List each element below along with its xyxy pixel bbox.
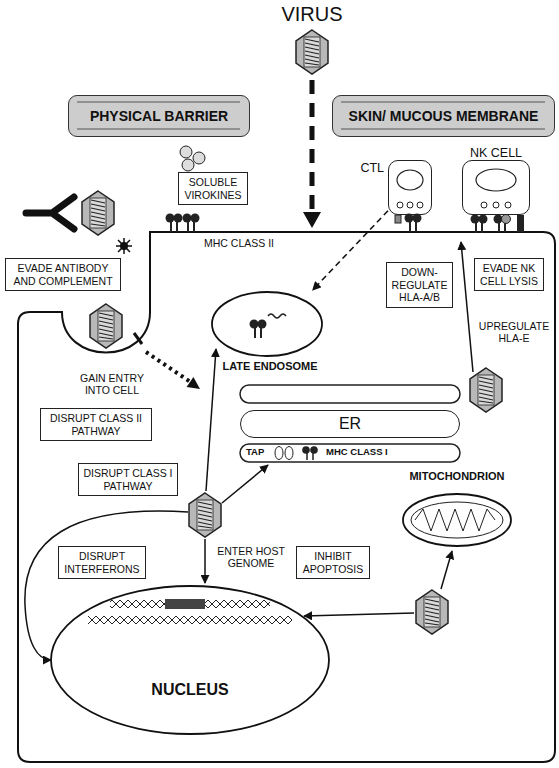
- label-text: VIRUS: [262, 3, 362, 26]
- node-text: ER: [339, 415, 361, 433]
- barrier-band: SKIN/ MUCOUS MEMBRANE: [332, 95, 555, 137]
- label-text: ENTER HOST GENOME: [214, 545, 288, 569]
- node-text: EVADE ANTIBODY AND COMPLEMENT: [10, 262, 116, 287]
- note-box: DISRUPT CLASS I PATHWAY: [78, 463, 178, 496]
- note-box: EVADE NK CELL LYSIS: [474, 258, 544, 291]
- node-text: DOWN-REGULATE HLA-A/B: [391, 266, 448, 304]
- ctl-cell: CTL: [388, 160, 432, 215]
- connector-arrow: [313, 211, 388, 290]
- node-text: CTL: [360, 161, 384, 175]
- nucleus-ellipse: NUCLEUS: [50, 585, 330, 735]
- node-text: SKIN/ MUCOUS MEMBRANE: [349, 108, 539, 124]
- outline-shape: [50, 585, 330, 735]
- node-text: MITOCHONDRION: [398, 470, 516, 483]
- label-text: TAP: [246, 447, 264, 458]
- endosome-ellipse: LATE ENDOSOME: [205, 290, 335, 380]
- label-text: UPREGULATE HLA-E: [476, 320, 552, 344]
- er-bar: ER: [240, 410, 460, 438]
- label-text: MHC CLASS I: [326, 447, 388, 458]
- label-text: MHC CLASS II: [204, 237, 274, 249]
- node-text: LATE ENDOSOME: [205, 360, 335, 373]
- mitochondrion-ellipse: MITOCHONDRION: [398, 470, 516, 548]
- note-box: DISRUPT INTERFERONS: [58, 546, 146, 579]
- node-text: NK CELL: [463, 146, 529, 160]
- note-box: SOLUBLE VIROKINES: [178, 172, 248, 205]
- node-text: DISRUPT CLASS II PATHWAY: [45, 412, 147, 437]
- nk-cell: NK CELL: [462, 160, 530, 215]
- note-box: INHIBIT APOPTOSIS: [296, 546, 370, 579]
- note-box: EVADE ANTIBODY AND COMPLEMENT: [5, 258, 121, 291]
- node-text: PHYSICAL BARRIER: [90, 108, 228, 124]
- note-box: DISRUPT CLASS II PATHWAY: [40, 408, 152, 441]
- node-text: DISRUPT CLASS I PATHWAY: [83, 467, 173, 492]
- node-text: SOLUBLE VIROKINES: [183, 176, 243, 201]
- node-text: INHIBIT APOPTOSIS: [301, 550, 365, 575]
- label-text: GAIN ENTRY INTO CELL: [68, 372, 156, 396]
- node-text: EVADE NK CELL LYSIS: [479, 262, 539, 287]
- barrier-band: PHYSICAL BARRIER: [68, 95, 250, 137]
- node-text: DISRUPT INTERFERONS: [63, 550, 141, 575]
- note-box: DOWN-REGULATE HLA-A/B: [386, 262, 453, 308]
- node-text: NUCLEUS: [50, 680, 330, 699]
